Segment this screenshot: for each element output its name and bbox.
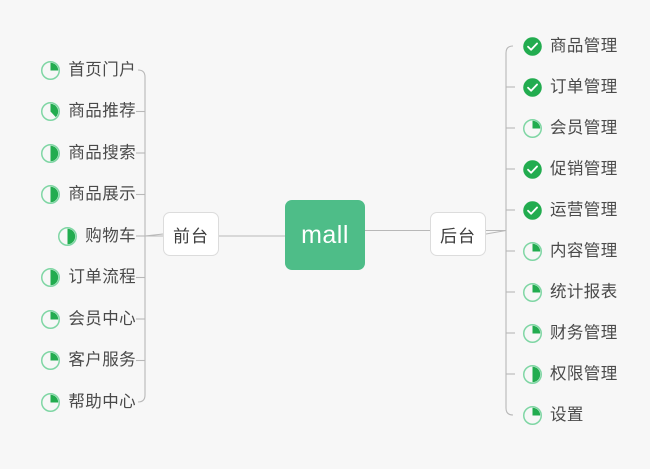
check-circle-icon [523,77,542,97]
pie-progress-icon [58,226,78,246]
pie-progress-icon [523,323,542,343]
check-circle-icon [523,159,542,179]
pie-progress-icon [41,143,61,163]
leaf-item-label: 商品推荐 [68,102,136,121]
leaf-item-label: 购物车 [85,226,136,245]
leaf-item[interactable]: 会员中心 [40,305,136,333]
leaf-item-label: 财务管理 [550,323,618,342]
check-circle-icon [523,200,542,220]
leaf-item-label: 促销管理 [550,159,618,178]
leaf-item[interactable]: 设置 [522,401,584,429]
pie-progress-icon [41,268,61,287]
node-frontend[interactable]: 前台 [163,212,219,256]
leaf-item-label: 商品搜索 [68,143,136,162]
node-frontend-label: 前台 [173,226,209,246]
pie-progress-icon [523,241,542,261]
leaf-item[interactable]: 商品搜索 [40,139,136,167]
leaf-item-label: 会员中心 [68,309,136,328]
leaf-item[interactable]: 促销管理 [522,155,618,183]
leaf-item-label: 运营管理 [550,200,618,219]
leaf-item[interactable]: 权限管理 [522,360,618,388]
pie-progress-icon [523,364,542,384]
pie-progress-icon [41,60,61,80]
leaf-item-label: 商品管理 [550,36,618,55]
leaf-item[interactable]: 财务管理 [522,319,618,347]
pie-progress-icon [41,185,61,204]
leaf-item-label: 商品展示 [68,185,136,204]
pie-progress-icon [41,351,61,370]
leaf-item-label: 内容管理 [550,241,618,260]
leaf-item-label: 首页门户 [68,60,136,79]
leaf-item[interactable]: 内容管理 [522,237,618,265]
leaf-item[interactable]: 商品推荐 [40,98,136,126]
leaf-item[interactable]: 订单流程 [40,264,136,292]
pie-progress-icon [41,392,61,412]
leaf-item-label: 订单流程 [68,268,136,287]
leaf-item-label: 设置 [550,405,584,424]
node-root-label: mall [301,220,349,249]
node-backend-label: 后台 [440,226,476,246]
leaf-item-label: 统计报表 [550,282,618,301]
leaf-item[interactable]: 购物车 [57,222,136,250]
node-root-mall[interactable]: mall [285,200,365,270]
leaf-item[interactable]: 统计报表 [522,278,618,306]
pie-progress-icon [41,102,61,121]
leaf-item-label: 订单管理 [550,77,618,96]
leaf-item-label: 客户服务 [68,351,136,370]
check-circle-icon [523,36,542,56]
leaf-item[interactable]: 帮助中心 [40,388,136,416]
pie-progress-icon [523,282,542,302]
leaf-item-label: 会员管理 [550,118,618,137]
node-backend[interactable]: 后台 [430,212,486,256]
leaf-item-label: 帮助中心 [68,392,136,411]
leaf-item[interactable]: 客户服务 [40,347,136,375]
leaf-item-label: 权限管理 [550,364,618,383]
leaf-item[interactable]: 商品管理 [522,32,618,60]
pie-progress-icon [523,118,542,138]
leaf-item[interactable]: 商品展示 [40,181,136,209]
leaf-item[interactable]: 运营管理 [522,196,618,224]
pie-progress-icon [523,405,542,425]
leaf-item[interactable]: 首页门户 [40,56,136,84]
pie-progress-icon [41,309,61,329]
leaf-item[interactable]: 会员管理 [522,114,618,142]
leaf-item[interactable]: 订单管理 [522,73,618,101]
